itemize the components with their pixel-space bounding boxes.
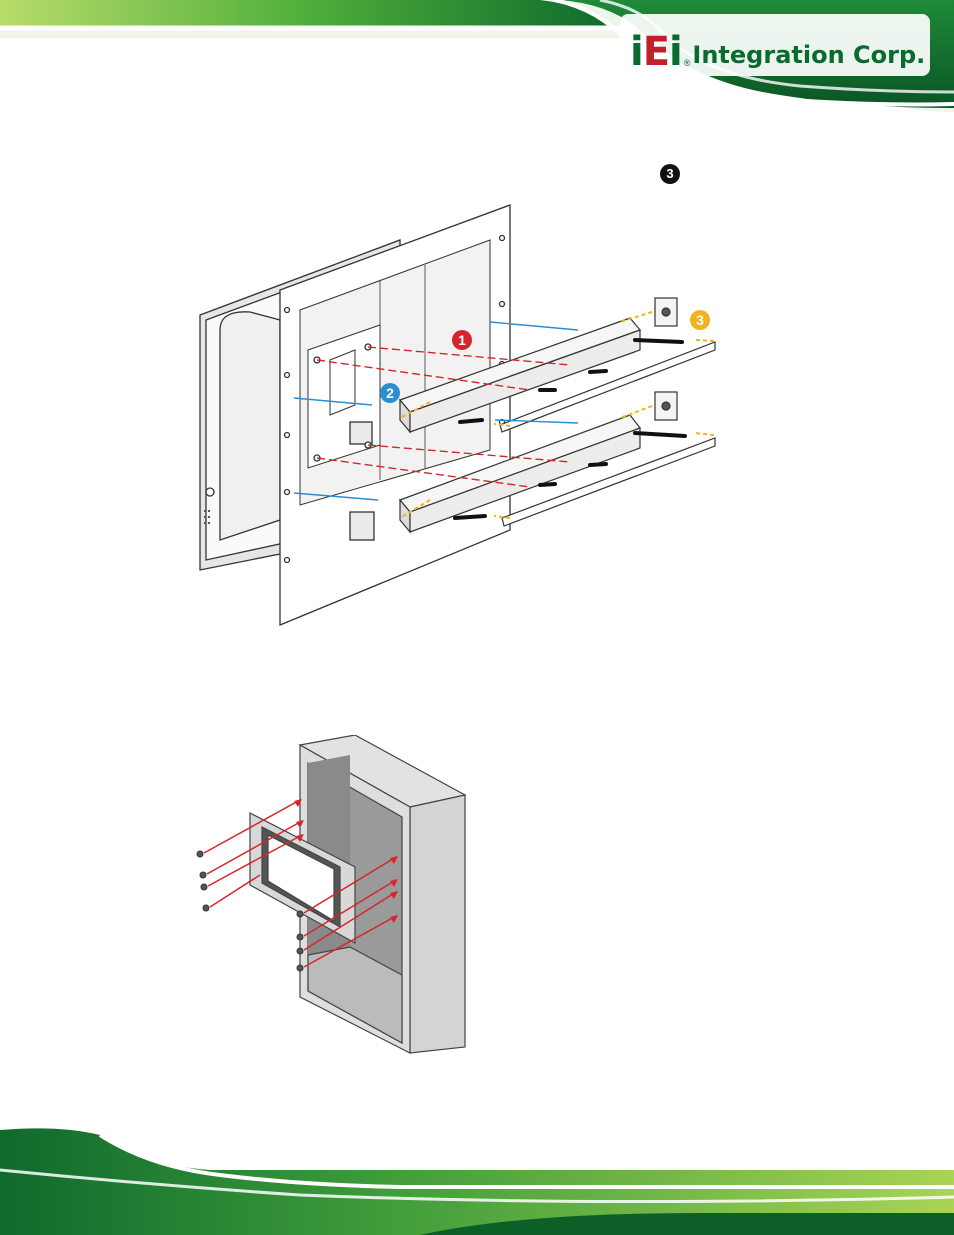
callout-1-label: 1 — [458, 332, 466, 348]
logo-company-name: Integration Corp. — [692, 40, 925, 70]
rack-mount-diagram: 1 2 3 — [190, 200, 730, 630]
registered-mark: ® — [684, 58, 691, 68]
callout-2: 2 — [380, 383, 400, 403]
logo-mark: iEi — [630, 32, 682, 72]
callout-2-label: 2 — [386, 385, 394, 401]
company-logo: iEi ® Integration Corp. — [630, 22, 925, 72]
rack-plate — [280, 205, 510, 625]
callout-3: 3 — [690, 310, 710, 330]
callout-1: 1 — [452, 330, 472, 350]
callout-3-label: 3 — [696, 312, 704, 328]
step-3-marker: 3 — [660, 164, 680, 184]
cabinet-mount-diagram — [190, 735, 480, 1060]
footer-banner — [0, 1125, 954, 1235]
